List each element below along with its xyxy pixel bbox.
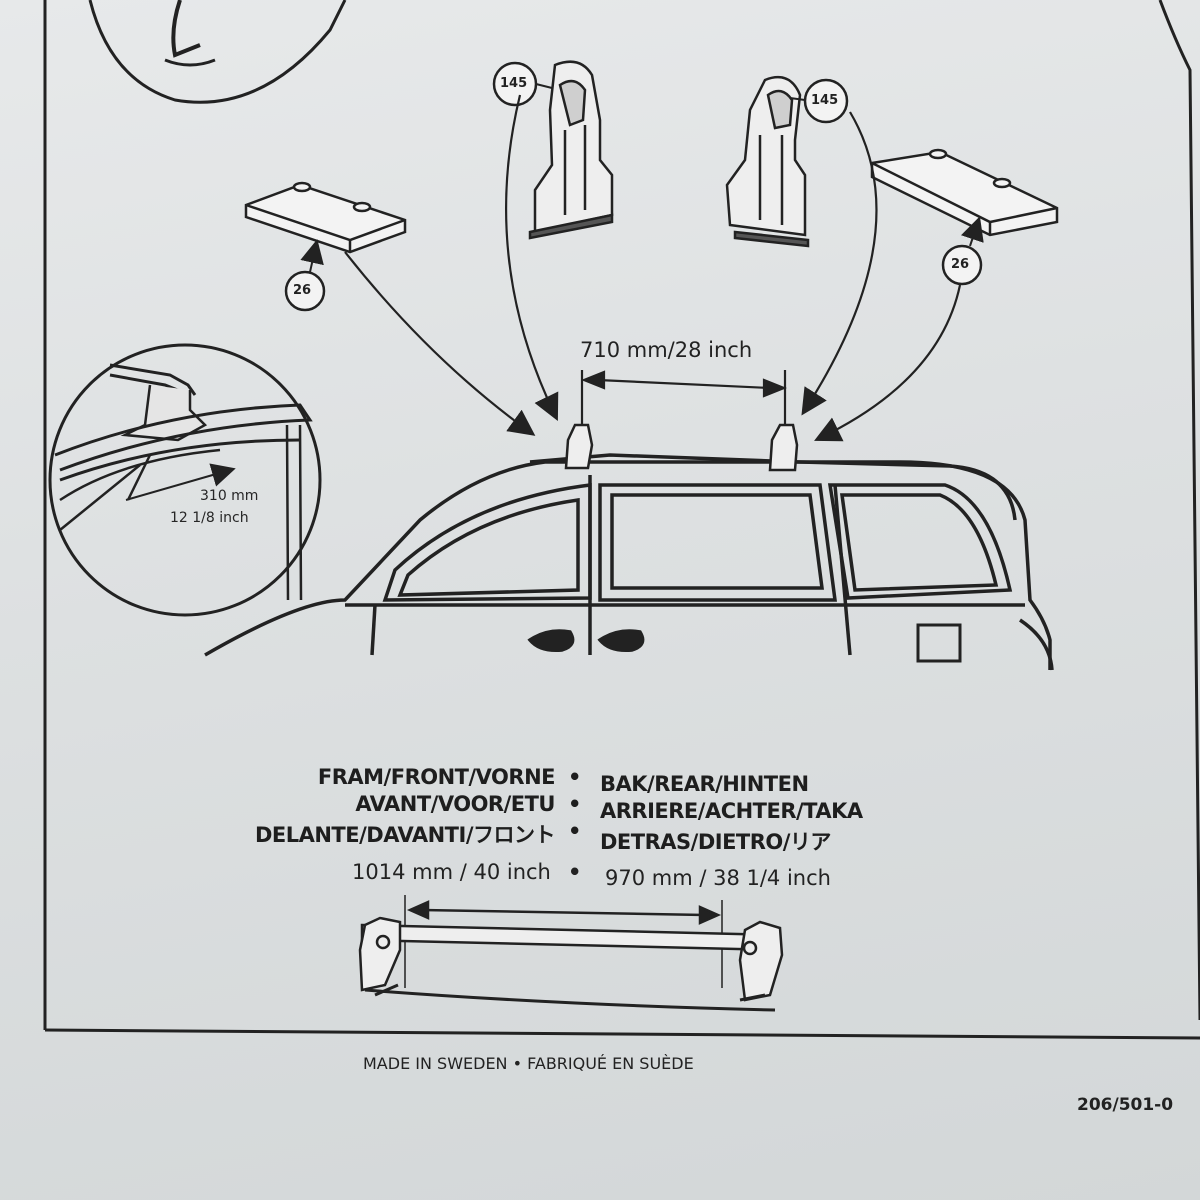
foot-pad-left <box>244 181 407 254</box>
rear-bar-length: 970 mm / 38 1/4 inch <box>605 866 831 890</box>
badge-circle-145-right <box>803 78 849 124</box>
foot-spacing-label: 710 mm/28 inch <box>580 338 753 362</box>
bullet-1: • <box>568 765 581 789</box>
bullet-2: • <box>568 792 581 816</box>
origin-footer: MADE IN SWEDEN • FABRIQUÉ EN SUÈDE <box>363 1054 694 1073</box>
rack-foot-right <box>725 75 810 248</box>
part-number-26-left: 26 <box>293 283 312 298</box>
bullet-3: • <box>568 819 581 843</box>
badge-circle-26-left <box>284 270 326 312</box>
part-number-145-left: 145 <box>500 76 528 91</box>
front-bar-length: 1014 mm / 40 inch <box>352 860 551 884</box>
front-label-line1: FRAM/FRONT/VORNE <box>317 765 556 789</box>
page-border <box>43 0 1200 1040</box>
part-number-145-right: 145 <box>811 93 839 108</box>
foot-pad-right <box>870 148 1059 237</box>
inset-distance-mm: 310 mm <box>200 488 259 504</box>
rear-label-line3: DETRAS/DIETRO/リア <box>600 830 831 854</box>
part-number-26-right: 26 <box>951 257 970 272</box>
rear-label-line1: BAK/REAR/HINTEN <box>600 772 809 796</box>
car-outline <box>204 453 1054 671</box>
badge-circle-26-right <box>941 244 983 286</box>
crossbar-diagram <box>358 895 784 1012</box>
document-number: 206/501-0 <box>1077 1095 1174 1115</box>
inset-distance-inch: 12 1/8 inch <box>170 510 249 526</box>
roof-feet <box>564 423 799 472</box>
rack-foot-left <box>528 60 614 240</box>
pointer-arrows <box>344 94 962 442</box>
rear-label-line2: ARRIERE/ACHTER/TAKA <box>600 799 863 823</box>
front-label-line3: DELANTE/DAVANTI/フロント <box>254 823 556 847</box>
detail-circle-top <box>88 0 347 104</box>
inset-detail-circle <box>48 343 322 617</box>
foot-spacing-dimension <box>580 370 787 425</box>
bullet-4: • <box>568 860 582 884</box>
front-label-line2: AVANT/VOOR/ETU <box>355 792 555 816</box>
